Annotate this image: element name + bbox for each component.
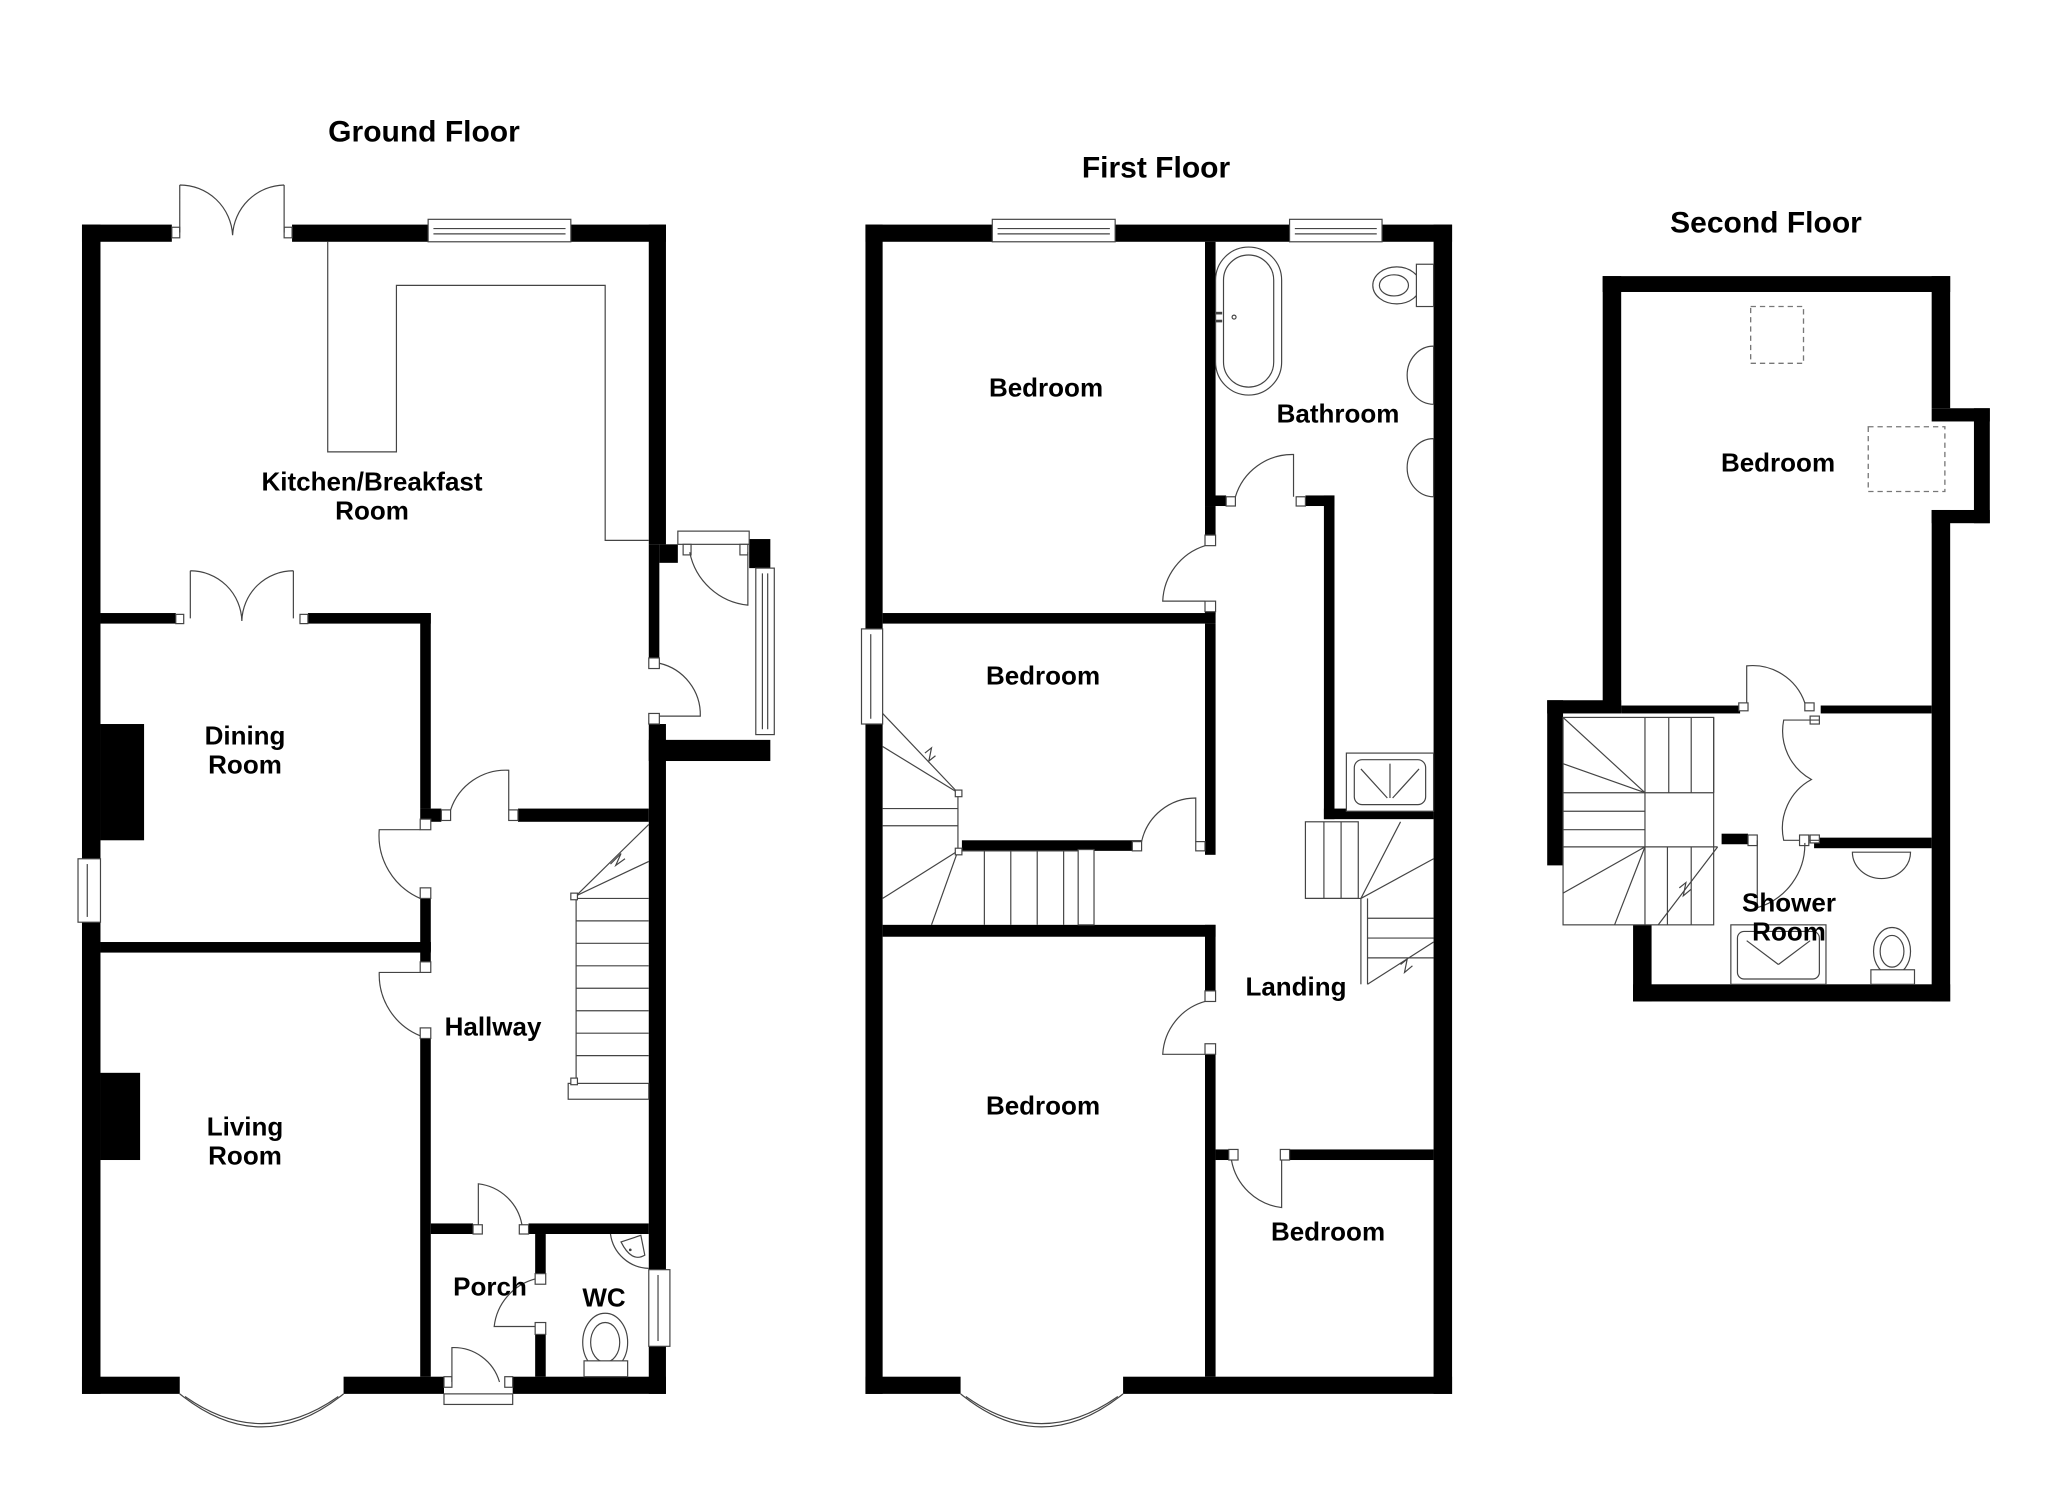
ground-floor-title: Ground Floor <box>328 115 520 149</box>
room-label-kitchen: Kitchen/Breakfast Room <box>261 466 483 525</box>
room-label-bedroom-second: Bedroom <box>1720 447 1836 478</box>
room-label-shower: Shower Room <box>1742 887 1836 946</box>
room-label-bedroom-front: Bedroom <box>985 1090 1101 1121</box>
first-floor-title: First Floor <box>1081 151 1231 185</box>
room-label-living: Living Room <box>206 1111 284 1170</box>
room-label-bedroom-middle: Bedroom <box>985 660 1101 691</box>
ground-floor-plan <box>77 184 775 1428</box>
room-label-bedroom-small: Bedroom <box>1270 1216 1386 1247</box>
second-floor-plan <box>1547 276 1990 1002</box>
room-label-dining: Dining Room <box>204 720 286 779</box>
room-label-bedroom-rear: Bedroom <box>988 372 1104 403</box>
second-floor-title: Second Floor <box>1670 206 1862 240</box>
room-label-hallway: Hallway <box>444 1011 542 1042</box>
room-label-landing: Landing <box>1245 971 1347 1002</box>
room-label-bathroom: Bathroom <box>1276 398 1400 429</box>
room-label-wc: WC <box>582 1282 626 1313</box>
room-label-porch: Porch <box>453 1271 527 1302</box>
first-floor-plan <box>860 218 1453 1428</box>
